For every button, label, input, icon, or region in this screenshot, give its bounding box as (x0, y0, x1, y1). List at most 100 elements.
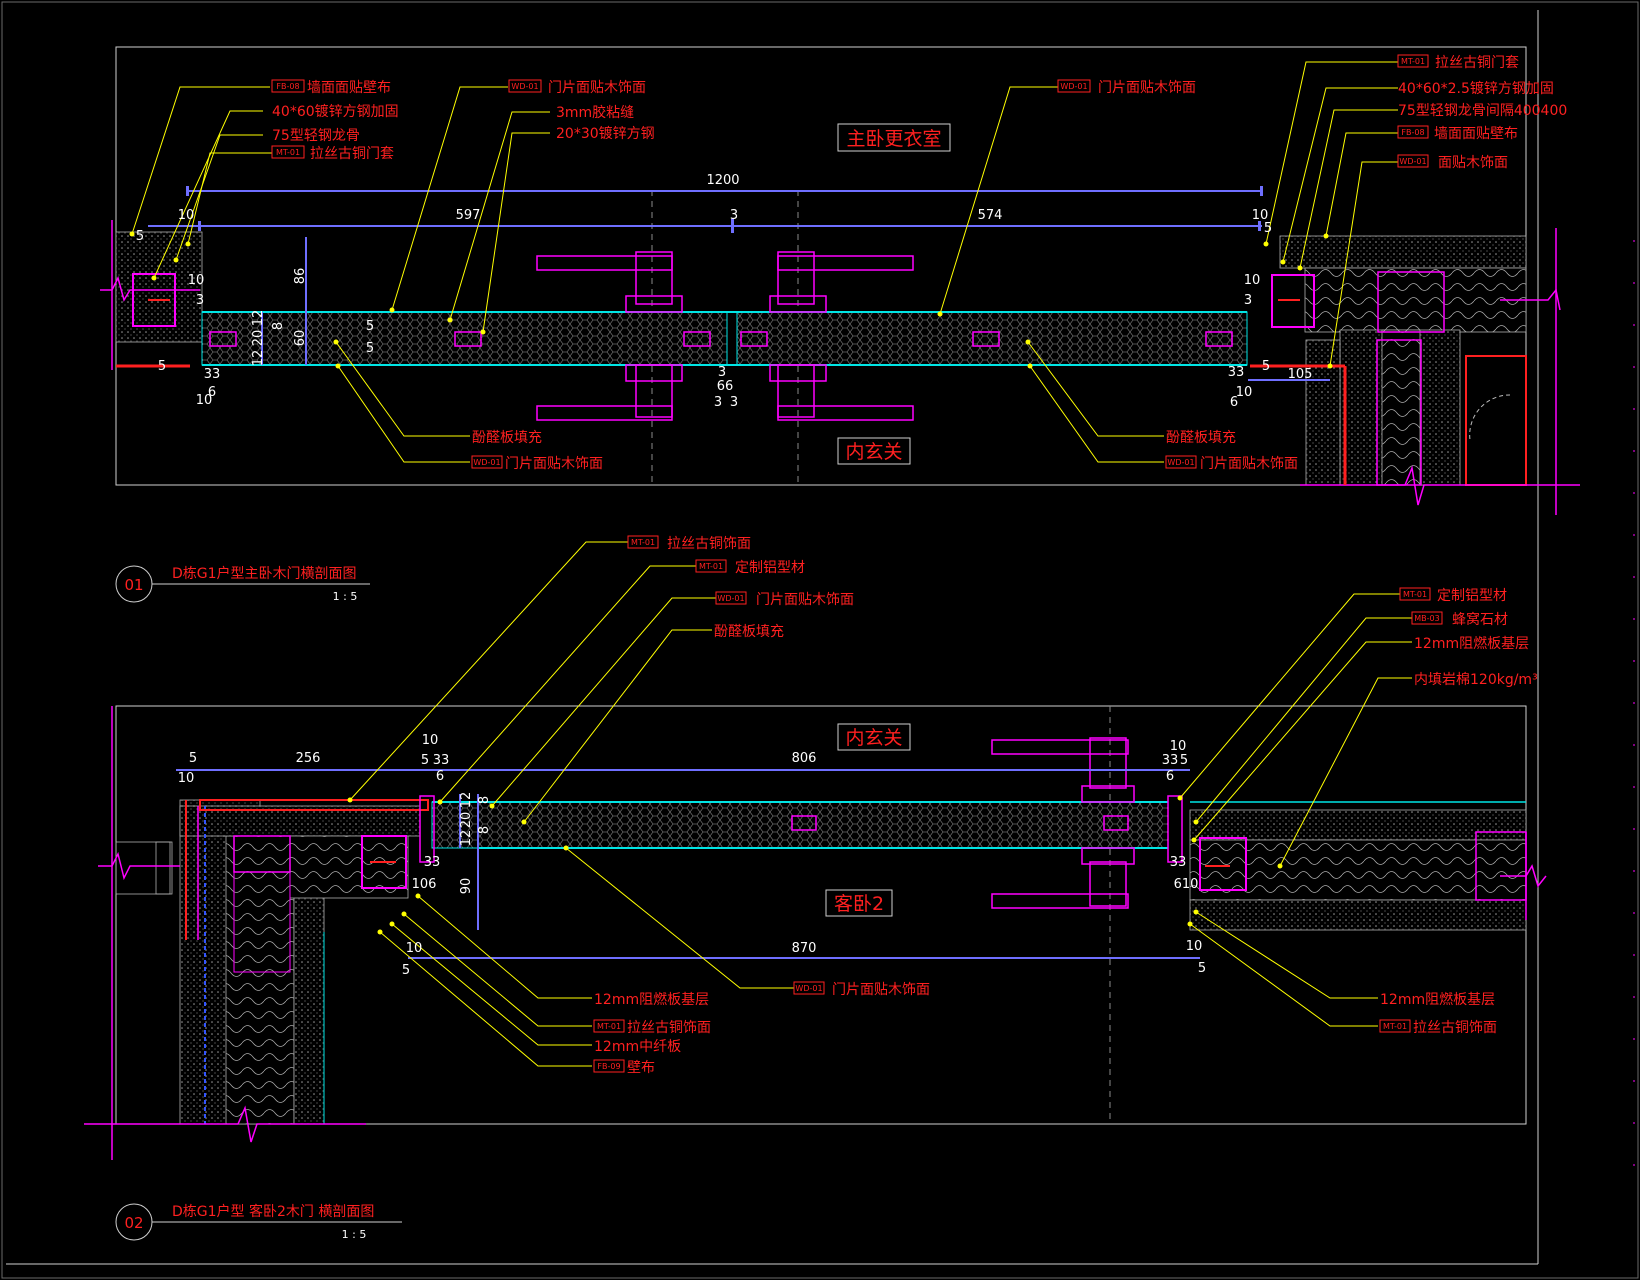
svg-text:86: 86 (293, 268, 308, 285)
svg-text:MT-01: MT-01 (597, 1022, 621, 1031)
svg-text:66: 66 (717, 379, 734, 394)
svg-text:酚醛板填充: 酚醛板填充 (472, 430, 542, 446)
bottom-section-drawing (84, 541, 1547, 1160)
svg-text:WD-01: WD-01 (1167, 458, 1194, 467)
svg-text:105: 105 (1288, 367, 1313, 382)
svg-text:3mm胶粘缝: 3mm胶粘缝 (556, 104, 634, 121)
svg-text:内填岩棉120kg/m³: 内填岩棉120kg/m³ (1414, 671, 1538, 688)
top-labels-center: WD-01 门片面贴木饰面 3mm胶粘缝 20*30镀锌方钢 WD-01 门片面… (508, 79, 1196, 142)
svg-text:574: 574 (978, 208, 1003, 223)
svg-text:客卧2: 客卧2 (834, 893, 884, 915)
svg-text:12mm阻燃板基层: 12mm阻燃板基层 (594, 991, 709, 1008)
svg-text:FB-08: FB-08 (1401, 128, 1424, 137)
door-handle-bottom (991, 737, 1135, 909)
svg-text:40*60*2.5镀锌方钢加固: 40*60*2.5镀锌方钢加固 (1398, 80, 1554, 97)
svg-text:5: 5 (366, 341, 374, 356)
door-handle-top-left (536, 251, 683, 421)
top-labels-left: FB-08 墙面面贴壁布 40*60镀锌方钢加固 75型轻钢龙骨 MT-01 拉… (271, 79, 399, 162)
bottom-labels-top: MT-01 拉丝古铜饰面 MT-01 定制铝型材 WD-01 门片面贴木饰面 酚… (627, 535, 854, 640)
svg-text:610: 610 (1174, 877, 1199, 892)
svg-text:门片面贴木饰面: 门片面贴木饰面 (756, 592, 854, 608)
svg-text:拉丝古铜饰面: 拉丝古铜饰面 (1413, 1020, 1497, 1036)
svg-text:门片面贴木饰面: 门片面贴木饰面 (1200, 456, 1298, 472)
svg-text:5: 5 (158, 359, 166, 374)
svg-text:门片面贴木饰面: 门片面贴木饰面 (1098, 80, 1196, 96)
svg-text:10: 10 (1236, 385, 1253, 400)
svg-text:1200: 1200 (706, 173, 739, 188)
svg-text:8: 8 (271, 322, 286, 330)
svg-text:内玄关: 内玄关 (845, 441, 902, 463)
svg-text:主卧更衣室: 主卧更衣室 (846, 128, 941, 150)
svg-text:5: 5 (366, 319, 374, 334)
svg-text:MT-01: MT-01 (631, 538, 655, 547)
svg-text:WD-01: WD-01 (795, 984, 822, 993)
svg-text:3: 3 (714, 395, 722, 410)
svg-text:5: 5 (402, 963, 410, 978)
bottom-labels-lower: WD-01 门片面贴木饰面 12mm阻燃板基层 MT-01 拉丝古铜饰面 12m… (593, 981, 1497, 1076)
svg-text:597: 597 (456, 208, 481, 223)
svg-text:MT-01: MT-01 (1403, 590, 1427, 599)
svg-text:WD-01: WD-01 (717, 594, 744, 603)
svg-text:10: 10 (196, 393, 213, 408)
svg-text:拉丝古铜饰面: 拉丝古铜饰面 (627, 1020, 711, 1036)
svg-text:内玄关: 内玄关 (845, 727, 902, 749)
svg-text:壁布: 壁布 (627, 1060, 655, 1076)
svg-text:WD-01: WD-01 (1060, 82, 1087, 91)
svg-text:33: 33 (1162, 753, 1179, 768)
top-leader-lines (131, 61, 1398, 463)
svg-text:MT-01: MT-01 (699, 562, 723, 571)
svg-text:WD-01: WD-01 (1399, 157, 1426, 166)
svg-text:MB-03: MB-03 (1414, 614, 1439, 623)
svg-text:5: 5 (1180, 753, 1188, 768)
svg-text:6: 6 (436, 769, 444, 784)
svg-text:10: 10 (406, 941, 423, 956)
svg-text:806: 806 (792, 751, 817, 766)
svg-text:3: 3 (730, 208, 738, 223)
svg-text:拉丝古铜门套: 拉丝古铜门套 (310, 146, 394, 162)
svg-text:MT-01: MT-01 (1401, 57, 1425, 66)
svg-text:870: 870 (792, 941, 817, 956)
svg-text:10: 10 (178, 771, 195, 786)
svg-text:106: 106 (412, 877, 437, 892)
svg-text:10: 10 (178, 208, 195, 223)
door-handle-top-right (769, 251, 914, 421)
svg-text:12: 12 (251, 310, 266, 327)
svg-text:3: 3 (196, 293, 204, 308)
svg-text:20*30镀锌方钢: 20*30镀锌方钢 (556, 125, 655, 142)
svg-text:02: 02 (124, 1214, 143, 1232)
svg-text:酚醛板填充: 酚醛板填充 (1166, 430, 1236, 446)
svg-text:60: 60 (293, 330, 308, 347)
svg-text:5: 5 (1262, 359, 1270, 374)
top-labels-bottom: 酚醛板填充 WD-01 门片面贴木饰面 酚醛板填充 WD-01 门片面贴木饰面 (471, 430, 1298, 472)
svg-text:10: 10 (1170, 739, 1187, 754)
bottom-labels-right: MT-01 定制铝型材 MB-03 蜂窝石材 12mm阻燃板基层 内填岩棉120… (1399, 587, 1538, 688)
bottom-dimension-labels: 5 10 256 10 5 33 6 806 10 33 5 6 12 20 8… (178, 733, 1206, 978)
svg-text:12: 12 (251, 350, 266, 367)
room-label-bottom-upper: 内玄关 (837, 723, 911, 751)
svg-text:MT-01: MT-01 (276, 148, 300, 157)
svg-text:1 : 5: 1 : 5 (333, 590, 358, 603)
svg-text:5: 5 (1264, 221, 1272, 236)
svg-text:拉丝古铜饰面: 拉丝古铜饰面 (667, 536, 751, 552)
svg-text:90: 90 (459, 878, 474, 895)
section-title-02: 02 D栋G1户型 客卧2木门 横剖面图 1 : 5 (115, 1203, 402, 1241)
svg-text:3: 3 (1244, 293, 1252, 308)
room-label-top-upper: 主卧更衣室 (837, 123, 951, 152)
svg-text:8: 8 (477, 796, 492, 804)
svg-text:10: 10 (1244, 273, 1261, 288)
svg-text:10: 10 (422, 733, 439, 748)
svg-text:定制铝型材: 定制铝型材 (1437, 588, 1507, 604)
svg-text:10: 10 (1252, 208, 1269, 223)
svg-text:FB-09: FB-09 (597, 1062, 620, 1071)
svg-text:酚醛板填充: 酚醛板填充 (714, 624, 784, 640)
svg-text:75型轻钢龙骨间隔400400: 75型轻钢龙骨间隔400400 (1398, 103, 1567, 119)
svg-text:12: 12 (459, 830, 474, 847)
svg-text:8: 8 (477, 826, 492, 834)
svg-text:5: 5 (136, 229, 144, 244)
svg-text:墙面面贴壁布: 墙面面贴壁布 (1434, 126, 1518, 142)
svg-text:12mm阻燃板基层: 12mm阻燃板基层 (1380, 991, 1495, 1008)
svg-text:40*60镀锌方钢加固: 40*60镀锌方钢加固 (272, 103, 399, 120)
svg-text:1 : 5: 1 : 5 (342, 1228, 367, 1241)
